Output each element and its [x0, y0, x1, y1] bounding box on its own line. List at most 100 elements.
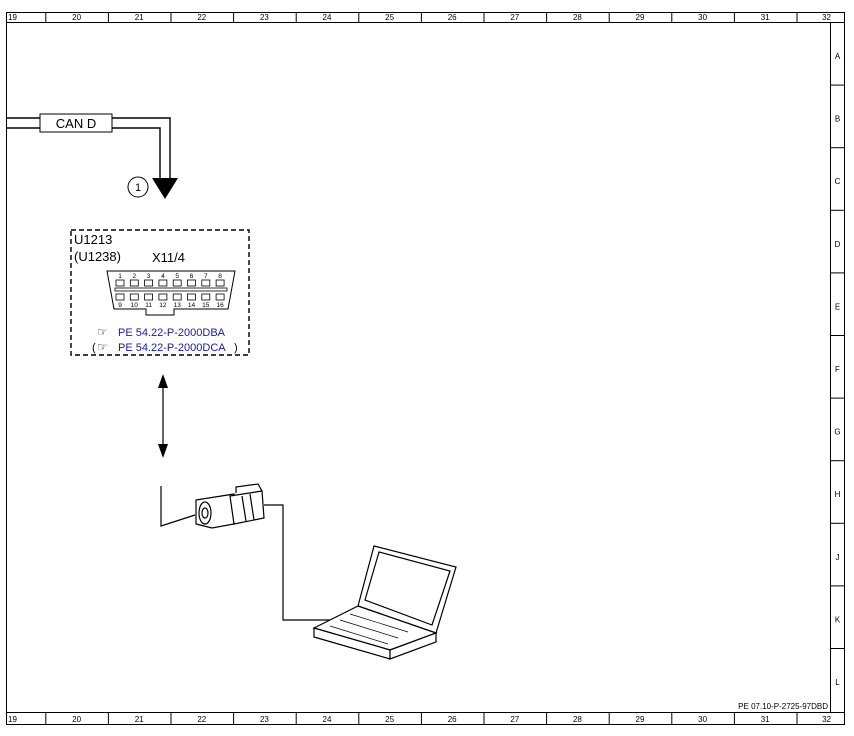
- pin-number-11: 11: [145, 302, 152, 309]
- row-label-K: K: [835, 615, 841, 624]
- pin-row-bottom: 9 10 11 12 13 14 15 16: [115, 293, 225, 309]
- column-label-26: 26: [448, 715, 457, 724]
- pin-14: [187, 293, 196, 301]
- pin-11: [144, 293, 154, 301]
- column-label-27: 27: [510, 715, 519, 724]
- row-label-D: D: [835, 240, 841, 249]
- ref-2-suffix: ): [234, 342, 238, 354]
- pin-7: [201, 279, 211, 287]
- column-label-19: 19: [8, 715, 17, 724]
- column-label-24: 24: [323, 13, 332, 22]
- document-reference: PE 07.10-P-2725-97DBD: [738, 702, 828, 711]
- row-label-B: B: [835, 115, 840, 124]
- pin-number-12: 12: [159, 302, 167, 309]
- pin-number-8: 8: [218, 273, 222, 280]
- column-label-31: 31: [761, 715, 770, 724]
- row-label-H: H: [835, 490, 841, 499]
- pin-8: [215, 279, 225, 287]
- ref-2-prefix: (: [92, 342, 96, 354]
- column-label-28: 28: [573, 13, 582, 22]
- pin-number-9: 9: [118, 302, 122, 309]
- column-label-30: 30: [698, 13, 707, 22]
- row-label-J: J: [836, 553, 840, 562]
- can-d-label-box: [39, 113, 113, 133]
- pin-1: [115, 279, 125, 287]
- row-label-F: F: [835, 365, 840, 374]
- reference-2[interactable]: ( ☞ PE 54.22-P-2000DCA ): [92, 340, 238, 354]
- pointing-hand-icon: ☞: [97, 340, 108, 354]
- connector-alt-id: (U1238): [74, 249, 121, 264]
- pin-12: [158, 293, 168, 301]
- column-label-31: 31: [761, 13, 770, 22]
- obd-center-bar: [114, 287, 228, 292]
- column-label-25: 25: [385, 13, 394, 22]
- sheet-frame: [6, 12, 845, 725]
- pin-10: [129, 293, 139, 301]
- pin-number-6: 6: [190, 273, 194, 280]
- obd-socket-outline: [106, 270, 236, 316]
- pin-number-2: 2: [132, 273, 136, 280]
- column-label-27: 27: [510, 13, 519, 22]
- laptop-icon: [312, 545, 457, 660]
- pin-13: [172, 293, 182, 301]
- pin-number-5: 5: [175, 273, 179, 280]
- pin-number-1: 1: [118, 273, 122, 280]
- row-label-A: A: [835, 52, 841, 61]
- bus-down-arrow-icon: [152, 178, 178, 199]
- pin-row-top: 1 2 3 4 5 6 7 8: [115, 273, 225, 287]
- pin-4: [158, 279, 168, 287]
- diagnostic-adapter-icon: [160, 483, 330, 621]
- pin-number-14: 14: [188, 302, 196, 309]
- pin-15: [201, 293, 211, 301]
- pin-6: [187, 279, 196, 287]
- pin-9: [115, 293, 125, 301]
- column-label-32: 32: [822, 715, 831, 724]
- pin-number-13: 13: [174, 302, 182, 309]
- column-label-26: 26: [448, 13, 457, 22]
- pin-16: [215, 293, 225, 301]
- callout-number: 1: [135, 182, 141, 194]
- callout-circle: [127, 176, 149, 198]
- pin-5: [172, 279, 182, 287]
- ref-2-text[interactable]: PE 54.22-P-2000DCA: [118, 342, 226, 354]
- column-label-23: 23: [260, 715, 269, 724]
- row-label-G: G: [834, 428, 840, 437]
- column-label-20: 20: [72, 715, 81, 724]
- bidirectional-arrow-icon: [158, 374, 168, 458]
- column-label-24: 24: [323, 715, 332, 724]
- connector-name: X11/4: [152, 250, 185, 265]
- column-label-21: 21: [135, 715, 144, 724]
- pin-number-4: 4: [161, 273, 165, 280]
- column-label-22: 22: [197, 715, 206, 724]
- column-label-19: 19: [8, 13, 17, 22]
- connector-id: U1213: [74, 232, 112, 247]
- column-label-29: 29: [636, 13, 645, 22]
- reference-1[interactable]: ☞ PE 54.22-P-2000DBA: [97, 325, 226, 339]
- pin-number-10: 10: [131, 302, 139, 309]
- pin-2: [129, 279, 139, 287]
- column-label-29: 29: [636, 715, 645, 724]
- row-label-E: E: [835, 302, 840, 311]
- pointing-hand-icon: ☞: [97, 325, 108, 339]
- connector-dashed-box: [70, 229, 250, 356]
- can-d-bus: [7, 117, 171, 178]
- ref-1-text[interactable]: PE 54.22-P-2000DBA: [118, 327, 226, 339]
- column-label-23: 23: [260, 13, 269, 22]
- pin-number-3: 3: [147, 273, 151, 280]
- column-label-20: 20: [72, 13, 81, 22]
- pin-number-15: 15: [202, 302, 210, 309]
- row-label-C: C: [835, 177, 841, 186]
- column-label-25: 25: [385, 715, 394, 724]
- can-d-label: CAN D: [56, 116, 96, 131]
- column-label-30: 30: [698, 715, 707, 724]
- pin-number-7: 7: [204, 273, 208, 280]
- column-label-21: 21: [135, 13, 144, 22]
- pin-number-16: 16: [216, 302, 224, 309]
- column-label-28: 28: [573, 715, 582, 724]
- column-ruler-bottom: 19 20 21 22 23 24 25 26 27 28 29 30 31 32: [8, 712, 832, 724]
- pin-3: [144, 279, 154, 287]
